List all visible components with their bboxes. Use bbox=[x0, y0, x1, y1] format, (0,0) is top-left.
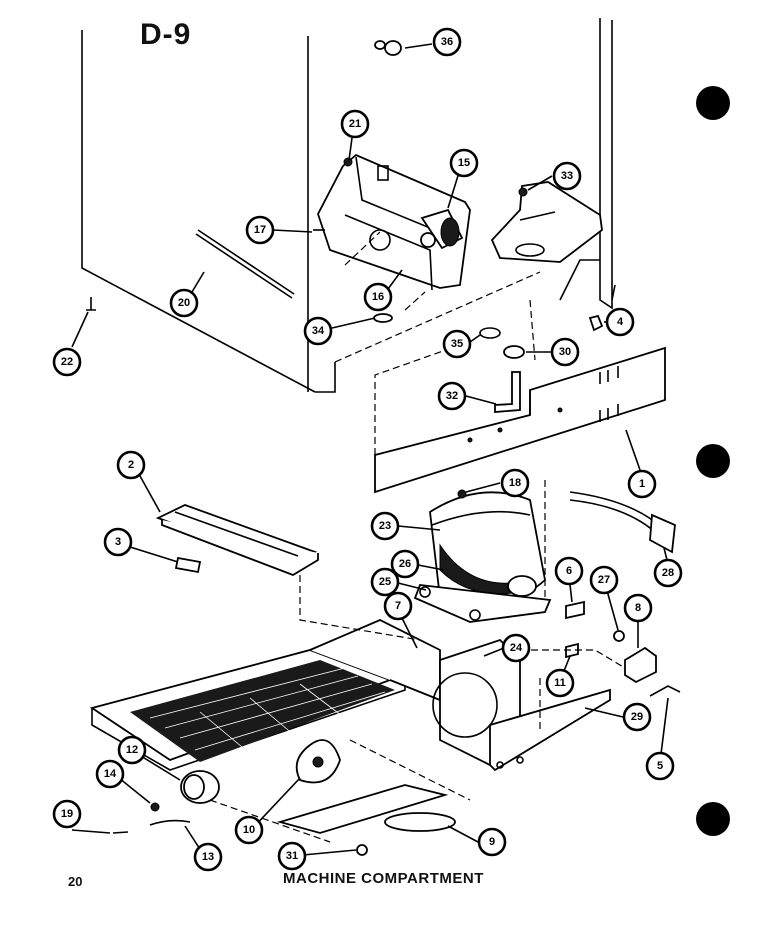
punch-hole bbox=[696, 802, 730, 836]
callout-19: 19 bbox=[52, 799, 82, 829]
callout-2: 2 bbox=[116, 450, 146, 480]
svg-text:6: 6 bbox=[566, 565, 572, 577]
callout-4: 4 bbox=[605, 307, 635, 337]
fan-motor-bracket bbox=[317, 153, 471, 291]
svg-text:19: 19 bbox=[61, 808, 73, 820]
svg-text:13: 13 bbox=[202, 851, 214, 863]
svg-text:11: 11 bbox=[554, 677, 566, 689]
condenser-fan bbox=[112, 739, 341, 834]
callout-7: 7 bbox=[383, 591, 413, 621]
svg-text:3: 3 bbox=[115, 536, 121, 548]
leader-lines bbox=[71, 43, 669, 858]
callout-30: 30 bbox=[550, 337, 580, 367]
svg-text:12: 12 bbox=[126, 744, 138, 756]
callout-3: 3 bbox=[103, 527, 133, 557]
callout-5: 5 bbox=[645, 751, 675, 781]
callout-9: 9 bbox=[477, 827, 507, 857]
callout-12: 12 bbox=[117, 735, 147, 765]
callout-33: 33 bbox=[552, 161, 582, 191]
condenser-base bbox=[89, 619, 611, 772]
svg-text:32: 32 bbox=[446, 390, 458, 402]
drain-tube bbox=[195, 229, 295, 299]
svg-text:24: 24 bbox=[510, 642, 523, 654]
svg-text:22: 22 bbox=[61, 356, 73, 368]
svg-text:10: 10 bbox=[243, 824, 255, 836]
callout-25: 25 bbox=[370, 567, 400, 597]
diagram-code: D-9 bbox=[140, 18, 192, 51]
drain-fitting bbox=[479, 327, 525, 413]
mounting-bracket bbox=[490, 181, 603, 263]
assembly-lines bbox=[209, 231, 626, 843]
power-cord bbox=[569, 491, 676, 554]
svg-text:26: 26 bbox=[399, 558, 411, 570]
callout-28: 28 bbox=[653, 558, 683, 588]
svg-text:1: 1 bbox=[639, 478, 645, 490]
svg-text:31: 31 bbox=[286, 850, 298, 862]
callout-13: 13 bbox=[193, 842, 223, 872]
svg-text:25: 25 bbox=[379, 576, 391, 588]
svg-text:30: 30 bbox=[559, 346, 571, 358]
svg-text:36: 36 bbox=[441, 36, 453, 48]
callout-29: 29 bbox=[622, 702, 652, 732]
diagram-caption: MACHINE COMPARTMENT bbox=[283, 870, 484, 887]
callout-11: 11 bbox=[545, 668, 575, 698]
svg-text:15: 15 bbox=[458, 157, 470, 169]
callout-14: 14 bbox=[95, 759, 125, 789]
callout-21: 21 bbox=[340, 109, 370, 139]
callout-31: 31 bbox=[277, 841, 307, 871]
svg-text:14: 14 bbox=[104, 768, 117, 780]
callout-35: 35 bbox=[442, 329, 472, 359]
callout-23: 23 bbox=[370, 511, 400, 541]
svg-text:16: 16 bbox=[372, 291, 384, 303]
svg-text:9: 9 bbox=[489, 836, 495, 848]
callout-17: 17 bbox=[245, 215, 275, 245]
callout-6: 6 bbox=[554, 556, 584, 586]
electrical-components bbox=[412, 600, 681, 697]
svg-text:18: 18 bbox=[509, 477, 521, 489]
callout-1: 1 bbox=[627, 469, 657, 499]
svg-text:5: 5 bbox=[657, 760, 663, 772]
callout-8: 8 bbox=[623, 593, 653, 623]
svg-text:23: 23 bbox=[379, 520, 391, 532]
svg-text:35: 35 bbox=[451, 338, 463, 350]
svg-text:34: 34 bbox=[312, 325, 325, 337]
callout-16: 16 bbox=[363, 282, 393, 312]
page-number: 20 bbox=[68, 874, 83, 889]
svg-text:20: 20 bbox=[178, 297, 190, 309]
svg-text:33: 33 bbox=[561, 170, 573, 182]
callout-26: 26 bbox=[390, 549, 420, 579]
callout-24: 24 bbox=[501, 633, 531, 663]
svg-text:28: 28 bbox=[662, 567, 674, 579]
drain-pan bbox=[155, 504, 319, 576]
svg-text:17: 17 bbox=[254, 224, 266, 236]
punch-hole bbox=[696, 444, 730, 478]
callout-10: 10 bbox=[234, 815, 264, 845]
callout-22: 22 bbox=[52, 347, 82, 377]
callout-34: 34 bbox=[303, 316, 333, 346]
svg-text:27: 27 bbox=[598, 574, 610, 586]
callout-32: 32 bbox=[437, 381, 467, 411]
svg-text:21: 21 bbox=[349, 118, 361, 130]
svg-text:8: 8 bbox=[635, 602, 641, 614]
small-fasteners bbox=[86, 40, 604, 332]
svg-text:29: 29 bbox=[631, 711, 643, 723]
punch-hole bbox=[696, 86, 730, 120]
callout-15: 15 bbox=[449, 148, 479, 178]
svg-text:2: 2 bbox=[128, 459, 134, 471]
callout-20: 20 bbox=[169, 288, 199, 318]
rear-panel bbox=[374, 346, 666, 494]
svg-text:7: 7 bbox=[395, 600, 401, 612]
compressor bbox=[413, 489, 552, 623]
callout-18: 18 bbox=[500, 468, 530, 498]
callout-27: 27 bbox=[589, 565, 619, 595]
callout-36: 36 bbox=[432, 27, 462, 57]
svg-text:4: 4 bbox=[617, 316, 624, 328]
base-rail bbox=[276, 784, 456, 856]
